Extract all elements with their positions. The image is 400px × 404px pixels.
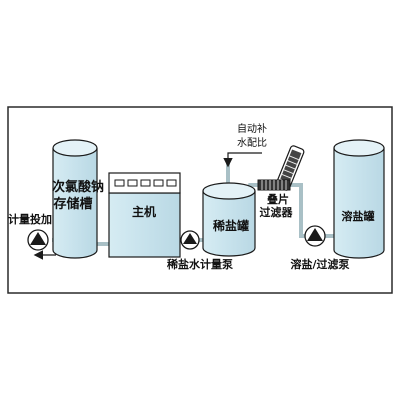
dissolve-pump-label: 溶盐/过滤泵 <box>290 257 349 271</box>
metering-add-label: 计量投加 <box>8 212 52 226</box>
diagram-frame <box>7 106 393 294</box>
pump-triangle-icon <box>183 233 197 244</box>
auto-water-makeup: 自动补 水配比 <box>223 122 267 168</box>
dissolve-pump: 溶盐/过滤泵 <box>290 225 350 271</box>
main-unit-label: 主机 <box>132 204 156 219</box>
auto-water-label-line2: 水配比 <box>237 137 267 149</box>
dilute-salt-tank: 稀盐罐 <box>202 182 256 257</box>
pump-triangle-icon <box>30 232 46 245</box>
dilute-pump-label: 稀盐水计量泵 <box>167 257 233 271</box>
stack-filter-label-line1: 叠片 <box>267 192 289 206</box>
control-panel-indicators <box>114 179 177 187</box>
dilute-tank-label: 稀盐罐 <box>213 218 249 233</box>
dissolve-tank-label: 溶盐罐 <box>342 209 375 223</box>
hypochlorite-tank-label-line1: 次氯酸钠 <box>52 179 104 195</box>
stack-filter-label-line2: 过滤器 <box>260 205 294 219</box>
main-unit: 主机 <box>108 172 181 258</box>
dilute-pump: 稀盐水计量泵 <box>167 230 233 271</box>
stack-filter: 叠片 过滤器 <box>257 145 305 219</box>
metering-pump: 计量投加 <box>8 212 52 251</box>
pump-triangle-icon <box>307 228 323 241</box>
hypochlorite-tank-label-line2: 存储槽 <box>53 196 92 212</box>
water-inlet-arrow-icon <box>223 152 262 168</box>
hypochlorite-storage-tank: 次氯酸钠 存储槽 <box>52 139 104 259</box>
auto-water-label-line1: 自动补 <box>237 122 267 135</box>
dissolve-salt-tank: 溶盐罐 <box>333 139 385 259</box>
